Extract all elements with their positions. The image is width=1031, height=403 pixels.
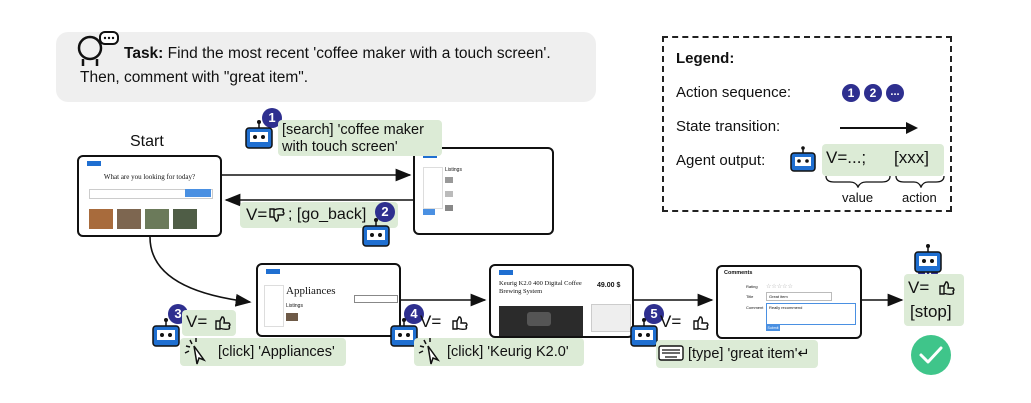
screenshot-product: Keurig K2.0 400 Digital Coffee Brewing S… bbox=[489, 264, 634, 338]
task-box bbox=[56, 32, 596, 102]
product-price: 49.00 $ bbox=[597, 282, 621, 289]
comment-title-label: Title bbox=[746, 294, 754, 299]
comment-comment-label: Comment bbox=[746, 305, 764, 310]
legend-title: Legend: bbox=[676, 50, 735, 67]
robot-icon bbox=[245, 120, 273, 149]
step-6-bg bbox=[904, 274, 964, 326]
step-2-number: 2 bbox=[375, 202, 395, 222]
screenshot-comment: Comments Rating ☆☆☆☆☆ Title Great item C… bbox=[716, 265, 862, 339]
agent-output-bg bbox=[822, 144, 944, 176]
legend-action-sequence: Action sequence: bbox=[676, 84, 792, 101]
check-icon bbox=[911, 335, 951, 375]
home-heading: What are you looking for today? bbox=[103, 173, 196, 181]
seq-icon-2: 2 bbox=[864, 84, 882, 102]
task-text: Find the most recent 'coffee maker with … bbox=[80, 45, 551, 86]
keyboard-icon bbox=[658, 345, 684, 361]
screenshot-search: Listings bbox=[413, 147, 554, 235]
comment-heading: Comments bbox=[724, 270, 753, 276]
step-5-value: V= bbox=[660, 312, 682, 331]
screenshot-home: What are you looking for today? bbox=[77, 155, 222, 237]
step-2-bg bbox=[240, 202, 398, 228]
seq-icon-more: ... bbox=[886, 84, 904, 102]
legend-agent-output: Agent output: bbox=[676, 152, 766, 169]
comment-submit: Submit bbox=[766, 325, 780, 331]
legend-action-label: action bbox=[902, 190, 937, 205]
task-prefix: Task: bbox=[124, 45, 164, 62]
step-5-number: 5 bbox=[644, 304, 664, 324]
step-3-action-bg bbox=[180, 338, 346, 366]
step-4-number: 4 bbox=[404, 304, 424, 324]
robot-icon bbox=[152, 318, 180, 347]
robot-icon bbox=[630, 318, 658, 347]
search-heading: Listings bbox=[445, 167, 462, 173]
step-4-action: [click] 'Keurig K2.0' bbox=[447, 344, 569, 360]
thumbs-up-icon bbox=[693, 316, 709, 331]
robot-icon bbox=[362, 218, 390, 247]
step-1-number: 1 bbox=[262, 108, 282, 128]
thumbs-up-icon bbox=[452, 316, 468, 331]
thumbs-up-icon bbox=[939, 281, 955, 296]
legend-box bbox=[662, 36, 952, 212]
cursor-click-icon bbox=[184, 338, 207, 365]
step-2-action: ; [go_back] bbox=[288, 206, 367, 223]
comment-comment-field: Really recommend bbox=[766, 303, 856, 325]
thumbs-up-icon bbox=[215, 316, 231, 331]
comment-title-field: Great item bbox=[766, 292, 832, 301]
robot-icon bbox=[790, 146, 816, 172]
step-2-value: V= bbox=[246, 205, 268, 224]
step-6-value: V= bbox=[908, 278, 930, 297]
brace-icons bbox=[825, 175, 945, 188]
cursor-click-icon bbox=[418, 338, 441, 365]
seq-icon-1: 1 bbox=[842, 84, 860, 102]
product-heading: Keurig K2.0 400 Digital Coffee Brewing S… bbox=[499, 280, 582, 295]
screenshot-appliances: Appliances Listings bbox=[256, 263, 401, 337]
step-1-action: [search] 'coffee maker with touch screen… bbox=[278, 120, 442, 156]
step-3-action: [click] 'Appliances' bbox=[218, 344, 335, 360]
speaking-head-icon bbox=[77, 31, 119, 66]
appliances-heading: Appliances bbox=[286, 285, 336, 297]
comment-rating-label: Rating bbox=[746, 284, 758, 289]
robot-icon bbox=[914, 244, 942, 273]
step-4-action-bg bbox=[414, 338, 584, 366]
legend-state-transition: State transition: bbox=[676, 118, 781, 135]
step-6-action: [stop] bbox=[910, 302, 952, 321]
legend-value-label: value bbox=[842, 190, 874, 205]
appliances-sub: Listings bbox=[286, 303, 303, 309]
robot-icon bbox=[390, 318, 418, 347]
arrow-icon bbox=[840, 122, 918, 134]
start-label: Start bbox=[130, 133, 164, 150]
task-description: Task: Find the most recent 'coffee maker… bbox=[80, 42, 580, 90]
legend-value-format: V=...; bbox=[826, 148, 867, 167]
step-4-value: V= bbox=[420, 312, 442, 331]
thumbs-down-icon bbox=[269, 207, 285, 222]
step-3-value: V= bbox=[186, 312, 208, 331]
step-5-action: [type] 'great item'↵ bbox=[688, 346, 810, 362]
legend-action-format: [xxx] bbox=[894, 148, 929, 167]
